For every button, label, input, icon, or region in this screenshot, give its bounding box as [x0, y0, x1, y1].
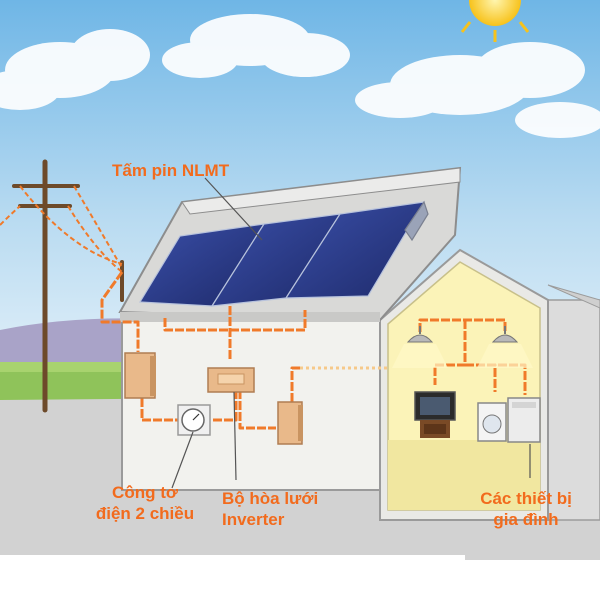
inverter-box — [207, 367, 255, 393]
utility-pole-icon — [12, 159, 124, 413]
meter-box — [124, 352, 156, 399]
meter-label-line1: Công tơ — [112, 483, 178, 502]
power-lines — [0, 185, 123, 273]
inverter-label-line2: Inverter — [222, 510, 285, 529]
washing-machine-icon — [477, 397, 541, 443]
appliances-label-line2: gia đình — [493, 510, 559, 529]
clouds — [0, 14, 600, 138]
appliances-label: Các thiết bị gia đình — [465, 488, 587, 530]
distribution-box — [277, 401, 303, 445]
inverter-label: Bộ hòa lưới Inverter — [222, 488, 318, 530]
lamp-icon — [392, 326, 448, 368]
sun-icon — [460, 0, 530, 42]
solar-panel-icon — [138, 200, 429, 307]
leader-lines — [171, 177, 531, 489]
lamp-icon — [477, 326, 533, 368]
inverter-label-line1: Bộ hòa lưới — [222, 489, 319, 508]
appliances-label-line1: Các thiết bị — [480, 489, 572, 508]
meter-label-line2: điện 2 chiều — [95, 504, 195, 523]
bidirectional-meter — [177, 404, 211, 436]
solar-panel-label: Tấm pin NLMT — [112, 160, 229, 181]
meter-label: Công tơ điện 2 chiều — [90, 482, 200, 524]
solar-panel-label-text: Tấm pin NLMT — [112, 161, 230, 180]
house-side-wall — [547, 299, 600, 521]
tv-icon — [414, 391, 456, 438]
